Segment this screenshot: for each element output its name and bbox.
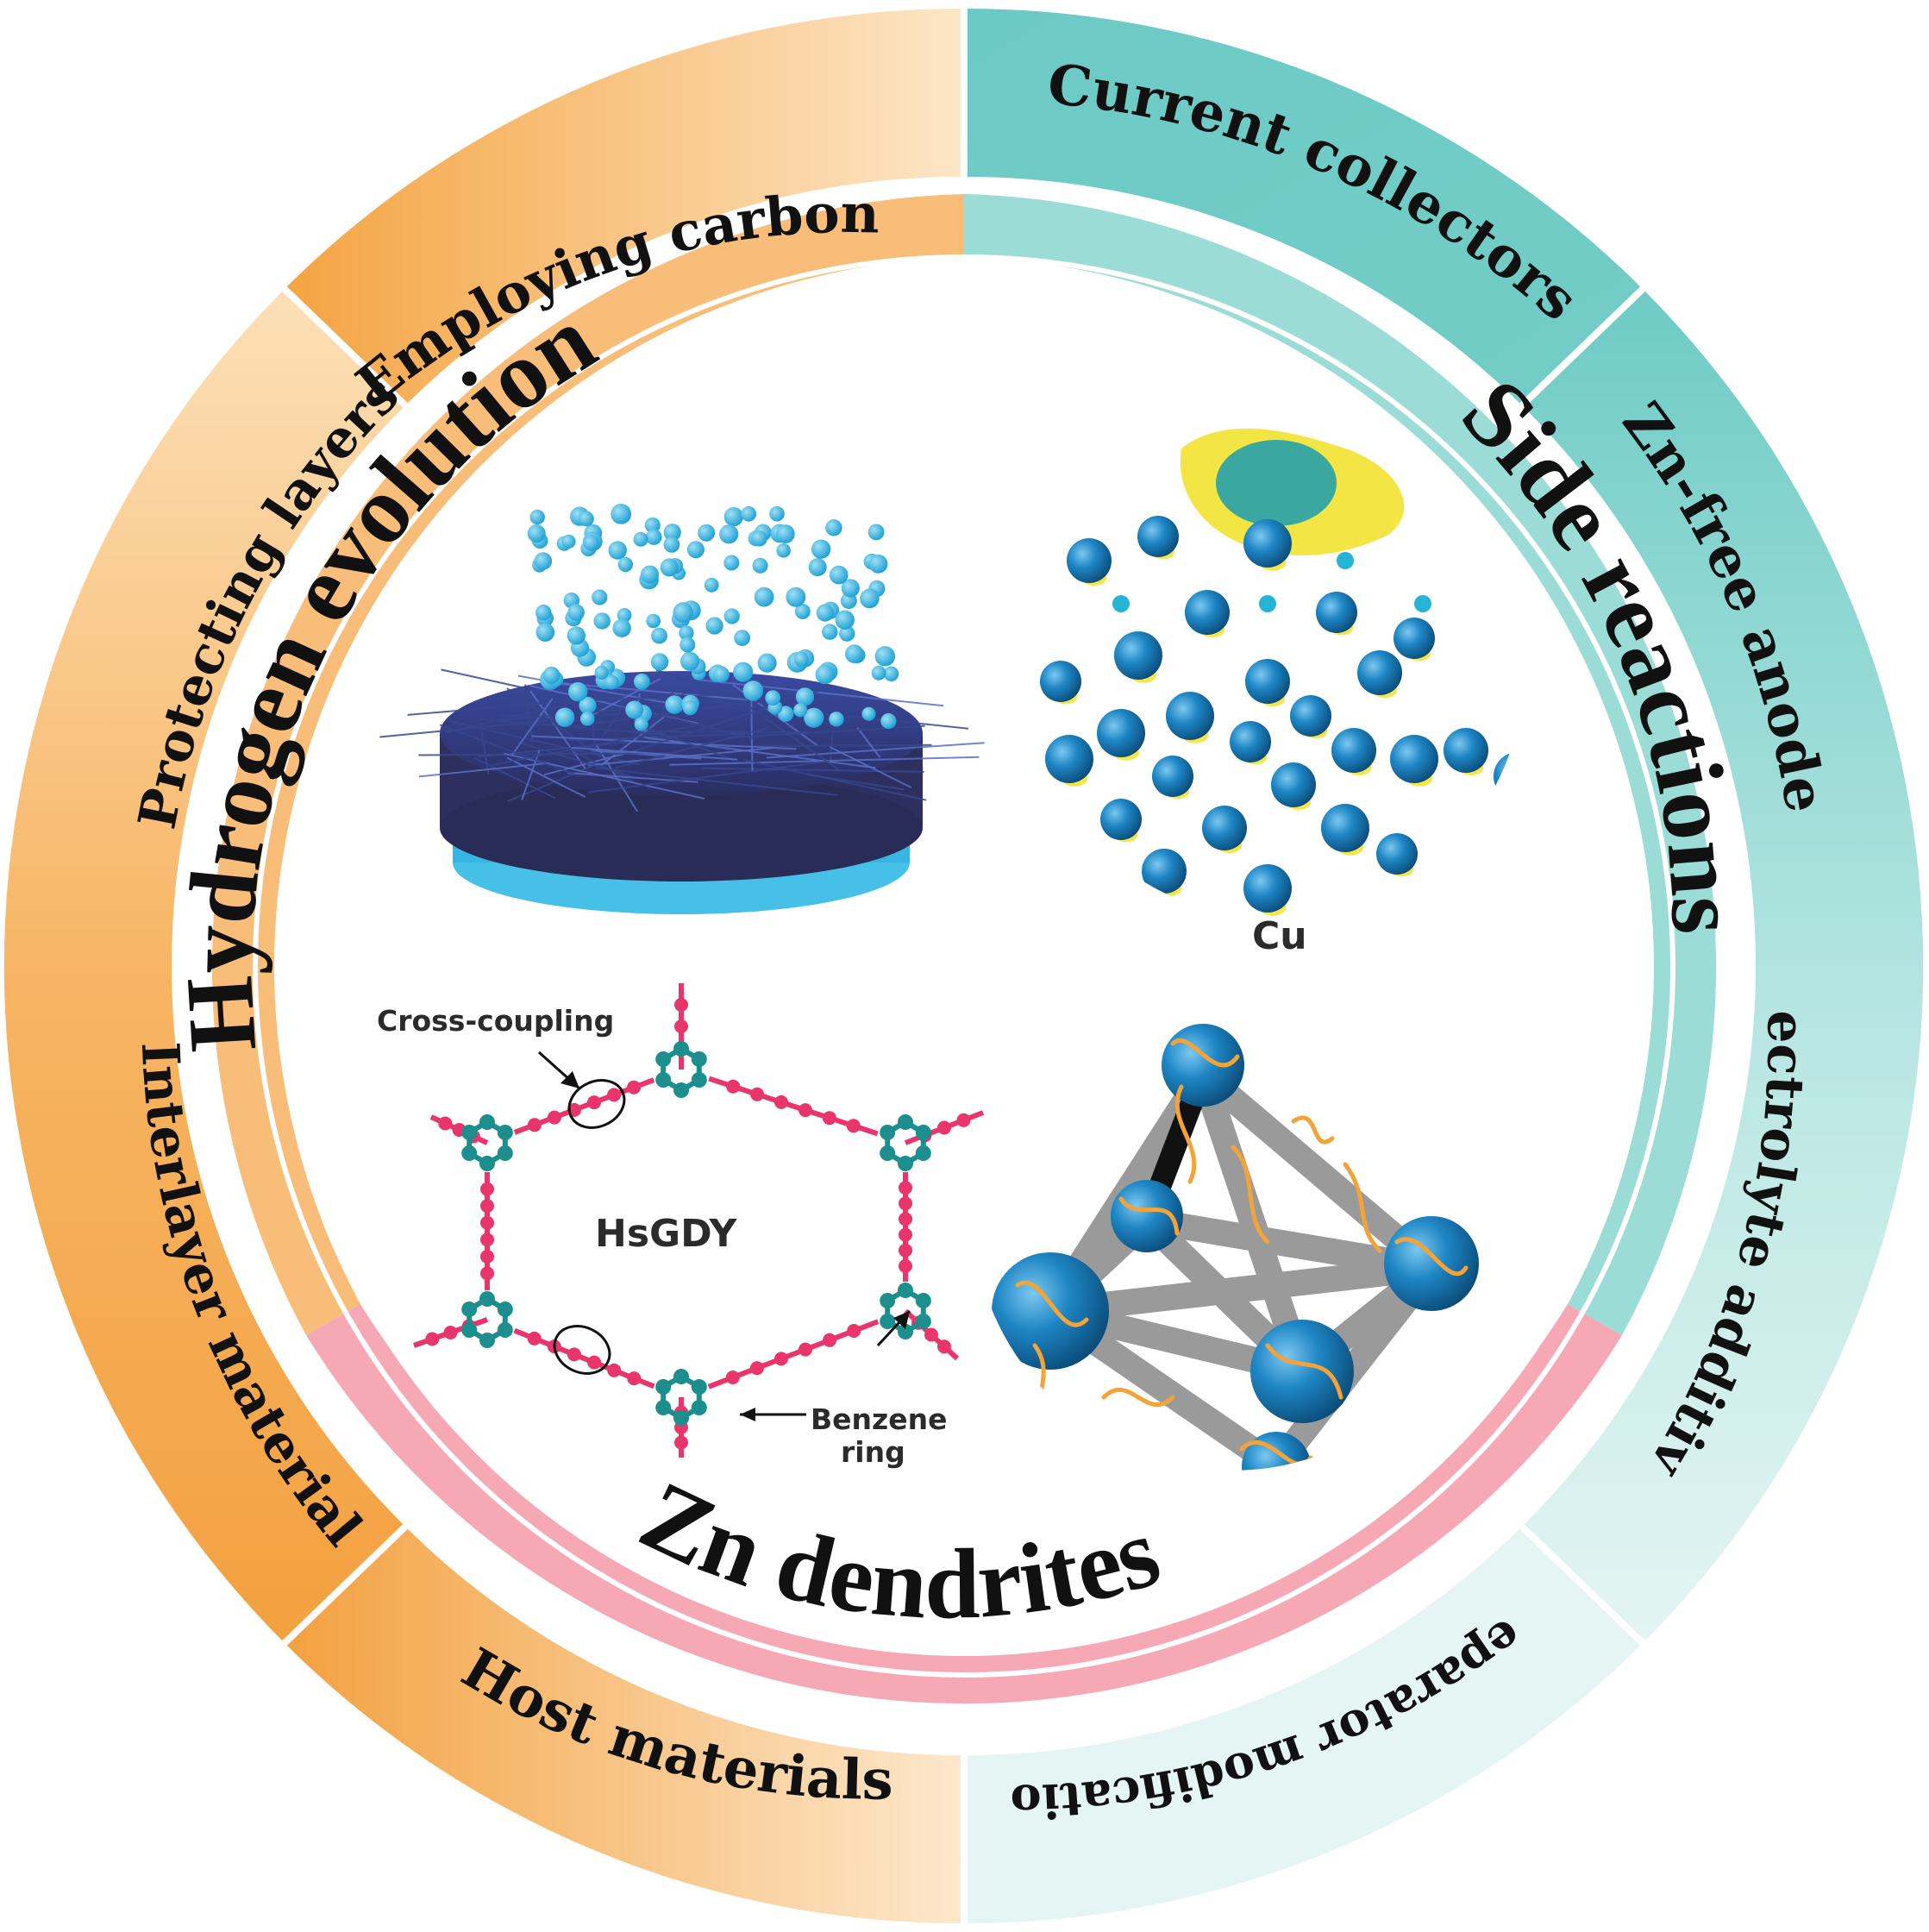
panel-carbon-layer: [379, 504, 985, 914]
outer-ring: [3, 8, 1924, 1924]
cross-coupling-marker-top: [567, 1079, 626, 1129]
inner-ring: [211, 194, 1717, 1704]
carbon-fibers: [379, 668, 985, 812]
outer-segment-left: [3, 289, 406, 1643]
cross-coupling-marker-bottom: [553, 1325, 611, 1375]
cu-label: Cu: [1252, 914, 1307, 958]
cross-coupling-label: Cross-coupling: [377, 1004, 614, 1038]
inner-segment-hydrogen-evolution: [211, 194, 964, 1335]
inner-segment-zn-dendrites: [306, 1304, 1622, 1704]
outer-segment-host-materials: [285, 1527, 964, 1924]
panel-octahedron-cluster: [992, 1024, 1479, 1471]
outer-segment-right: [1522, 289, 1924, 1643]
cu-atoms: [1024, 516, 1525, 916]
benzene-label-line1: Benzene: [811, 1402, 948, 1436]
hsgdy-network: [413, 983, 985, 1458]
panel-cu-charge-density: [1024, 428, 1525, 916]
center-disc: [274, 276, 1654, 1656]
outer-segment-employing-carbon: [285, 8, 964, 405]
hydrogen-bubbles: [527, 504, 899, 731]
panel-hsgdy: Cross-coupling HsGDY Benzene ring: [377, 983, 985, 1469]
hsgdy-label: HsGDY: [595, 1212, 737, 1256]
inner-segment-side-reactions: [964, 194, 1717, 1335]
outer-segment-separator-modification: [964, 1527, 1643, 1924]
benzene-label-line2: ring: [841, 1435, 905, 1469]
outer-segment-current-collectors: [964, 8, 1643, 406]
